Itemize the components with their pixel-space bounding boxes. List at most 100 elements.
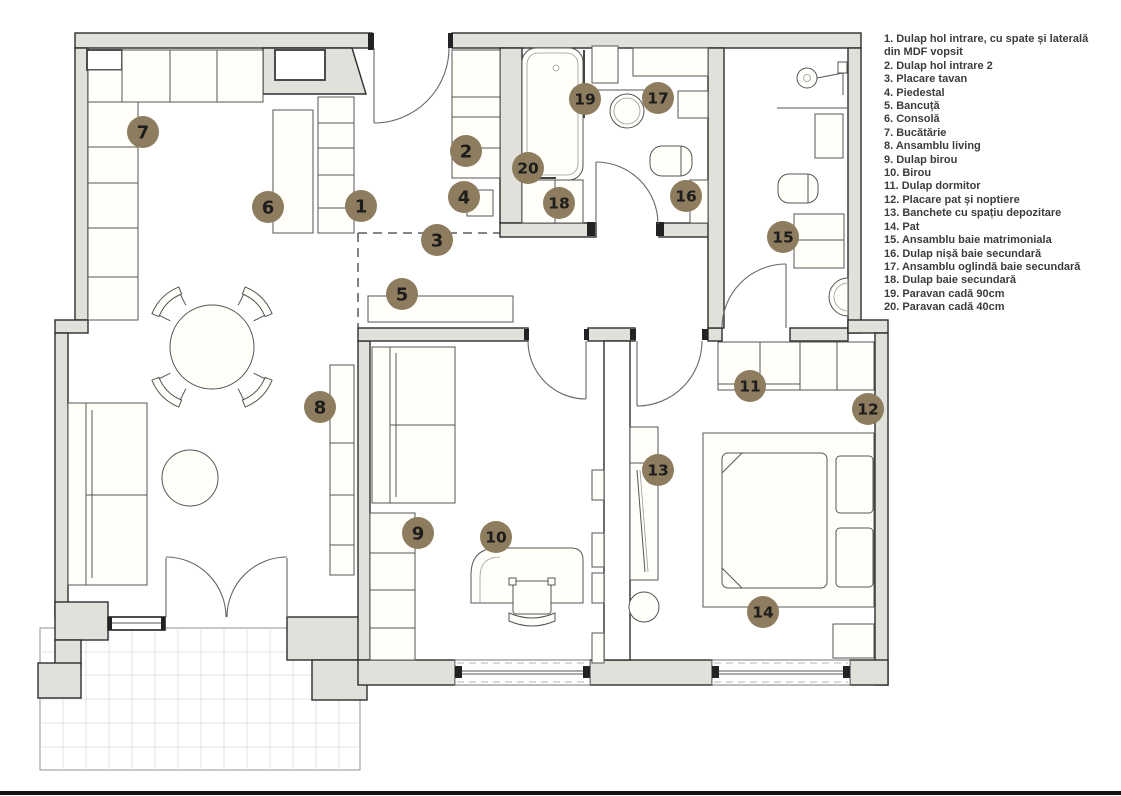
- plan-marker-14: 14: [747, 596, 779, 628]
- tv-unit-8: [329, 364, 355, 576]
- plan-marker-15: 15: [767, 221, 799, 253]
- legend-item-2: 2. Dulap hol intrare 2: [884, 59, 993, 72]
- bedroom-stool: [628, 591, 660, 623]
- dining-chair: [237, 372, 273, 408]
- svg-text:14: 14: [752, 604, 774, 622]
- svg-text:4: 4: [458, 187, 471, 208]
- legend-item-15: 15. Ansamblu baie matrimoniala: [884, 234, 1052, 247]
- bathroom2-door: [595, 161, 659, 225]
- plan-marker-17: 17: [642, 82, 674, 114]
- walls: [37, 32, 889, 701]
- plan-marker-20: 20: [512, 152, 544, 184]
- pillow: [835, 527, 874, 588]
- plan-marker-9: 9: [402, 517, 434, 549]
- office-window: [454, 659, 591, 686]
- svg-text:7: 7: [137, 122, 150, 143]
- svg-text:13: 13: [647, 462, 669, 480]
- master-vanity-15: [793, 213, 845, 269]
- svg-text:19: 19: [574, 91, 596, 109]
- ceiling-cladding-dashed-line: [357, 232, 500, 328]
- bedroom-bench-13: [629, 426, 659, 581]
- kitchen-pier-niche: [274, 49, 326, 81]
- toilet-icon: [649, 145, 693, 177]
- kitchen-corner-niche: [86, 49, 123, 71]
- legend-item-5: 5. Bancuță: [884, 100, 940, 113]
- legend-item-19: 19. Paravan cadă 90cm: [884, 287, 1005, 300]
- master-bath-cabinet: [814, 113, 844, 159]
- plan-marker-1: 1: [345, 190, 377, 222]
- legend-item-10: 10. Birou: [884, 167, 932, 180]
- legend-item-11: 11. Dulap dormitor: [884, 180, 981, 193]
- plan-marker-12: 12: [852, 393, 884, 425]
- master-sink-icon: [828, 277, 849, 317]
- svg-text:12: 12: [857, 401, 879, 419]
- svg-text:11: 11: [739, 378, 761, 396]
- plan-marker-5: 5: [386, 278, 418, 310]
- svg-text:9: 9: [412, 523, 425, 544]
- legend: 1. Dulap hol intrare, cu spate și latera…: [884, 33, 1121, 315]
- desk-10: [470, 547, 584, 604]
- office-door: [527, 340, 587, 400]
- legend-item-14: 14. Pat: [884, 220, 920, 233]
- legend-item-17: 17. Ansamblu oglindă baie secundară: [884, 260, 1081, 273]
- legend-item-8: 8. Ansamblu living: [884, 140, 981, 153]
- dining-chair: [237, 286, 273, 322]
- kitchen-cabinets: [87, 49, 264, 321]
- washbasin-icon: [609, 93, 645, 129]
- living-window: [107, 616, 166, 631]
- office-wall-niches: [591, 469, 605, 664]
- entrance-door: [373, 47, 450, 124]
- svg-text:8: 8: [314, 397, 327, 418]
- plan-marker-13: 13: [642, 454, 674, 486]
- hall-wardrobe-2: [451, 49, 501, 179]
- shower-icon: [796, 61, 848, 95]
- partition-office-bedroom: [603, 340, 631, 661]
- pillow: [835, 455, 874, 514]
- plan-marker-19: 19: [569, 83, 601, 115]
- dining-chair: [151, 372, 187, 408]
- legend-item-4: 4. Piedestal: [884, 86, 945, 99]
- legend-item-7: 7. Bucătărie: [884, 126, 947, 139]
- plan-marker-7: 7: [127, 116, 159, 148]
- bottom-divider-bar: [0, 791, 1121, 795]
- plan-marker-10: 10: [480, 521, 512, 553]
- plan-marker-6: 6: [252, 191, 284, 223]
- dining-table: [169, 304, 255, 390]
- dining-set: [151, 286, 273, 408]
- nightstand-12: [832, 623, 875, 659]
- plan-marker-16: 16: [670, 180, 702, 212]
- svg-text:1: 1: [355, 196, 368, 217]
- mirror-assembly-17: [677, 90, 709, 119]
- legend-item-3: 3. Placare tavan: [884, 73, 968, 86]
- plan-marker-11: 11: [734, 370, 766, 402]
- legend-item-16: 16. Dulap nișă baie secundară: [884, 247, 1042, 260]
- legend-item-6: 6. Consolă: [884, 113, 940, 126]
- svg-text:17: 17: [647, 90, 669, 108]
- legend-item-9: 9. Dulap birou: [884, 153, 958, 166]
- master-toilet-icon: [777, 173, 819, 204]
- legend-item-18: 18. Dulap baie secundară: [884, 274, 1017, 287]
- desk-chair: [508, 577, 556, 627]
- master-bath-door: [721, 263, 787, 329]
- svg-text:10: 10: [485, 529, 507, 547]
- plan-marker-18: 18: [543, 187, 575, 219]
- plan-marker-8: 8: [304, 391, 336, 423]
- svg-text:20: 20: [517, 160, 539, 178]
- svg-text:18: 18: [548, 195, 570, 213]
- legend-item-13: 13. Banchete cu spațiu depozitare: [884, 207, 1062, 220]
- bed-14: [702, 432, 875, 608]
- plan-marker-4: 4: [448, 181, 480, 213]
- legend-item-1: 1. Dulap hol intrare, cu spate și latera…: [884, 33, 1089, 59]
- legend-item-12: 12. Placare pat și noptiere: [884, 193, 1020, 206]
- dining-chair: [151, 286, 187, 322]
- bedroom-window: [711, 659, 851, 686]
- svg-text:15: 15: [772, 229, 794, 247]
- svg-text:6: 6: [262, 197, 275, 218]
- plan-marker-3: 3: [421, 224, 453, 256]
- coffee-table: [161, 449, 219, 507]
- svg-text:16: 16: [675, 188, 697, 206]
- svg-text:3: 3: [431, 230, 444, 251]
